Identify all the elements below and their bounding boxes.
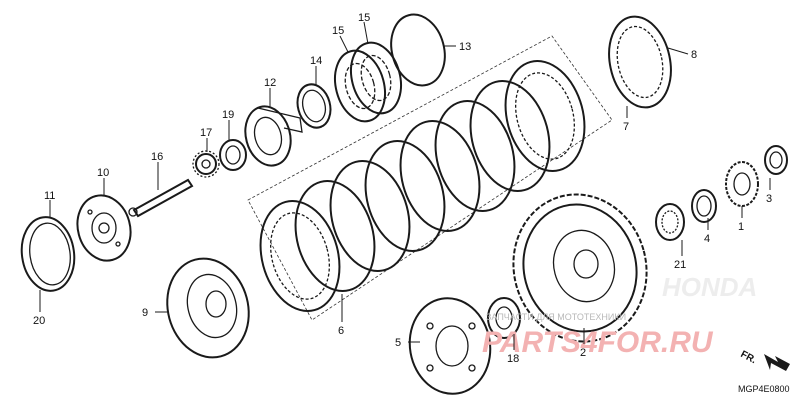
callout-12: 12 [264,77,276,89]
callout-1: 1 [738,221,744,233]
part-7-8-outer-guide [608,15,672,109]
watermark-text: ЗАПЧАСТИ ДЛЯ МОТОТЕХНИКИ [486,312,626,322]
part-18-washer [487,297,521,339]
front-label: FR. [739,349,759,366]
part-13-wire-ring [390,13,446,87]
part-10-lifter-plate [76,194,132,262]
callout-14: 14 [310,55,322,67]
callout-5: 5 [395,337,401,349]
part-12-spring-seat [244,105,303,167]
part-4-collar [691,189,717,223]
callout-9: 9 [142,307,148,319]
watermark: PARTS4FOR.RU ЗАПЧАСТИ ДЛЯ МОТОТЕХНИКИ HO… [482,272,757,359]
part-17-lifter-gear [192,150,220,178]
callout-10: 10 [97,167,109,179]
callout-19: 19 [222,109,234,121]
part-6-plate-pack [259,60,586,312]
callout-7: 7 [623,121,629,133]
callout-3: 3 [766,193,772,205]
part-15-judder-plates [334,41,402,123]
callout-2: 2 [580,347,586,359]
front-direction-indicator: FR. [739,349,790,371]
callout-13: 13 [459,41,471,53]
callout-8: 8 [691,49,697,61]
part-20-snap-ring [20,216,76,292]
part-3-bearing [764,145,788,175]
callout-17: 17 [200,127,212,139]
callout-15b: 15 [358,12,370,24]
plate-pack-outline [247,35,613,321]
callout-11: 11 [44,190,55,202]
part-9-clutch-center [166,257,250,359]
callout-20: 20 [33,315,45,327]
callout-16: 16 [151,151,163,163]
part-5-pressure-plate [408,297,492,395]
callout-4: 4 [704,233,710,245]
part-21-needle-bearing [655,203,685,241]
part-16-lifter-rod [128,178,194,218]
part-14-ring [296,83,332,129]
watermark-brand: HONDA [662,272,757,302]
callout-15a: 15 [332,25,344,37]
diagram-code: MGP4E0800 [738,384,790,394]
part-19-washer [219,139,247,171]
callouts: 11 20 10 16 17 19 12 14 15 15 13 8 7 9 6… [33,12,772,365]
callout-18: 18 [507,353,519,365]
front-arrow-icon [764,354,790,371]
part-1-drive-sprocket [725,161,759,207]
callout-21: 21 [674,259,686,271]
watermark-logo: PARTS4FOR.RU [482,326,714,359]
part-2-clutch-outer [512,193,648,343]
leader-lines [39,21,771,350]
callout-6: 6 [338,325,344,337]
